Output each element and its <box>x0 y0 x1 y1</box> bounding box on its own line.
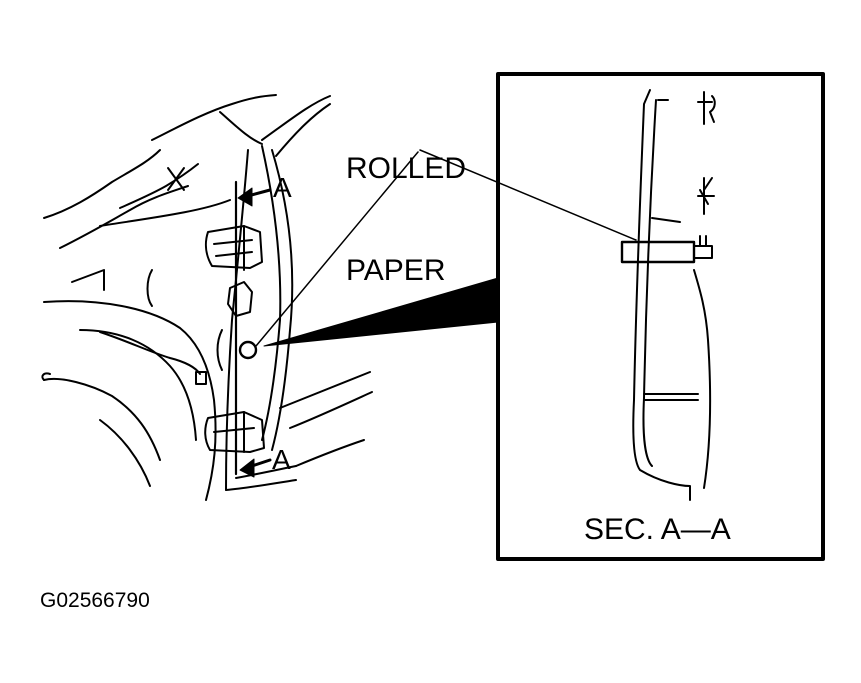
rolled-paper-callout: ROLLED PAPER <box>346 84 466 322</box>
wheel-arch-inner <box>79 329 197 441</box>
wheel-arch-liner <box>43 378 161 461</box>
rocker-panel-lower <box>289 391 373 429</box>
figure-id: G02566790 <box>40 589 150 612</box>
vehicle-body-drawing <box>41 94 373 501</box>
callout-line-2: PAPER <box>346 254 446 287</box>
upper-hinge-detail <box>213 225 253 271</box>
body-outline-trim <box>99 199 231 227</box>
section-lower-flange <box>643 393 699 401</box>
leader-to-pin <box>255 151 419 347</box>
pin-mount <box>216 329 223 371</box>
section-marker-bottom: A <box>272 444 291 475</box>
body-outline-roof <box>151 94 277 141</box>
body-outline-x <box>167 167 185 191</box>
body-outline-upper <box>43 149 161 219</box>
rolled-paper-pin <box>238 340 258 360</box>
detail-frame <box>496 72 825 561</box>
wire-harness <box>99 331 201 375</box>
wheel-arch-liner-2 <box>99 419 151 487</box>
pillar-base-2 <box>235 465 297 479</box>
body-outline-roof-inner <box>219 111 263 145</box>
interior-mark-2 <box>146 269 153 307</box>
section-detail <box>496 72 825 561</box>
section-panel-inner <box>642 99 657 467</box>
body-outline-upper-2 <box>59 185 189 249</box>
rocker-panel-upper <box>279 371 371 409</box>
section-panel-outer <box>632 89 691 501</box>
rocker-panel-base <box>295 439 365 467</box>
pillar-outer-contour-2 <box>275 103 331 157</box>
lower-hinge-clip <box>204 411 265 453</box>
section-dash-2 <box>651 217 681 223</box>
callout-leaders <box>255 149 637 347</box>
rolled-paper-tab <box>693 235 713 259</box>
upper-hinge-clip <box>204 225 263 269</box>
section-panel-right <box>693 269 712 489</box>
middle-latch <box>227 281 253 317</box>
section-clip-top-icon <box>697 91 716 125</box>
section-caption: SEC. A—A <box>584 513 731 546</box>
pillar-outer-contour <box>261 95 331 141</box>
interior-mark-1 <box>71 269 105 291</box>
pillar-body-right-2 <box>271 149 294 451</box>
leader-to-detail <box>419 149 637 241</box>
section-arrowhead-top-icon <box>237 187 253 207</box>
lower-hinge-detail <box>213 411 255 453</box>
pillar-body-right <box>261 145 282 441</box>
wheel-arch-tip <box>41 372 51 381</box>
section-clip-mid-icon <box>697 177 715 215</box>
rolled-paper-insert <box>620 240 696 264</box>
section-marker-top: A <box>273 172 292 203</box>
body-outline-upper-3 <box>119 163 199 209</box>
pillar-base <box>225 479 297 491</box>
wire-connector <box>195 371 207 385</box>
callout-line-1: ROLLED <box>346 152 467 185</box>
wheel-arch-outer <box>43 300 217 501</box>
section-arrowhead-bottom-icon <box>239 458 255 478</box>
